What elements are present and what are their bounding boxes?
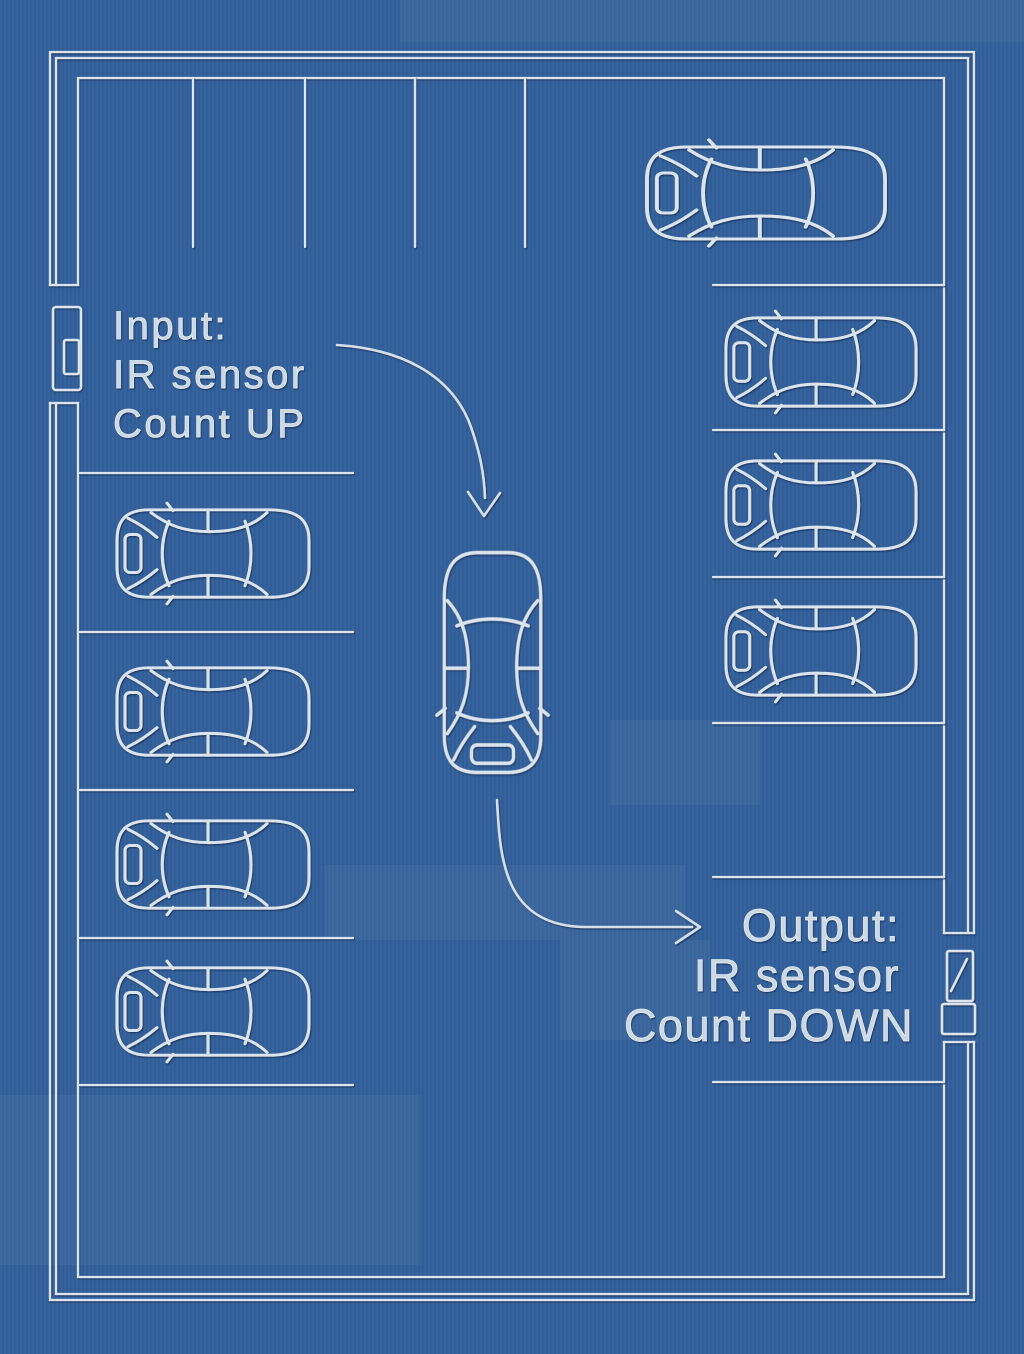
- entry-arrow: [335, 343, 502, 518]
- output-label-line1: Output:: [742, 900, 900, 951]
- parked-cars-left-column: [115, 501, 311, 1064]
- exit-arrow: [495, 798, 702, 945]
- left-column-dividers: [78, 471, 355, 1087]
- entrance-gap-caps: [48, 283, 80, 405]
- exit-arrow-curve: [495, 798, 694, 929]
- parked-car: [115, 501, 311, 606]
- output-label-line3: Count DOWN: [624, 1000, 914, 1051]
- outer-wall-outer-line: [48, 50, 976, 1302]
- text-labels: Input: IR sensor Count UP Output: IR sen…: [113, 304, 914, 1052]
- right-column-dividers: [711, 283, 946, 1084]
- parked-car: [115, 659, 311, 764]
- walls: [48, 50, 976, 1302]
- stall-dividers: [78, 76, 946, 1087]
- exit-arrow-head: [674, 909, 702, 945]
- entrance-ir-sensor-icon: [51, 305, 83, 392]
- input-label-line2: IR sensor: [113, 353, 307, 397]
- parked-car: [115, 812, 311, 917]
- output-label-line2: IR sensor: [694, 950, 900, 1001]
- inner-boundary: [76, 76, 946, 1279]
- parked-car: [115, 959, 311, 1064]
- sensors: [51, 305, 977, 1036]
- input-label-line3: Count UP: [113, 402, 306, 446]
- flow-arrows: [335, 343, 702, 945]
- input-label-line1: Input:: [113, 304, 228, 348]
- outer-wall-inner-line: [54, 56, 970, 1296]
- parked-car: [724, 309, 918, 415]
- parked-car-top-right: [645, 138, 887, 248]
- paper-patches: [0, 0, 1024, 1265]
- parked-car: [724, 452, 918, 558]
- output-label: Output: IR sensor Count DOWN: [624, 900, 914, 1051]
- parked-cars-right-column: [724, 309, 918, 704]
- top-row-dividers: [191, 76, 527, 249]
- exit-ir-sensor-icon: [940, 949, 977, 1036]
- exit-gap-caps: [942, 931, 976, 1044]
- input-label: Input: IR sensor Count UP: [113, 304, 320, 446]
- parked-car: [724, 598, 918, 704]
- entry-arrow-head: [466, 490, 502, 518]
- entry-arrow-curve: [335, 343, 487, 500]
- moving-car: [435, 550, 550, 775]
